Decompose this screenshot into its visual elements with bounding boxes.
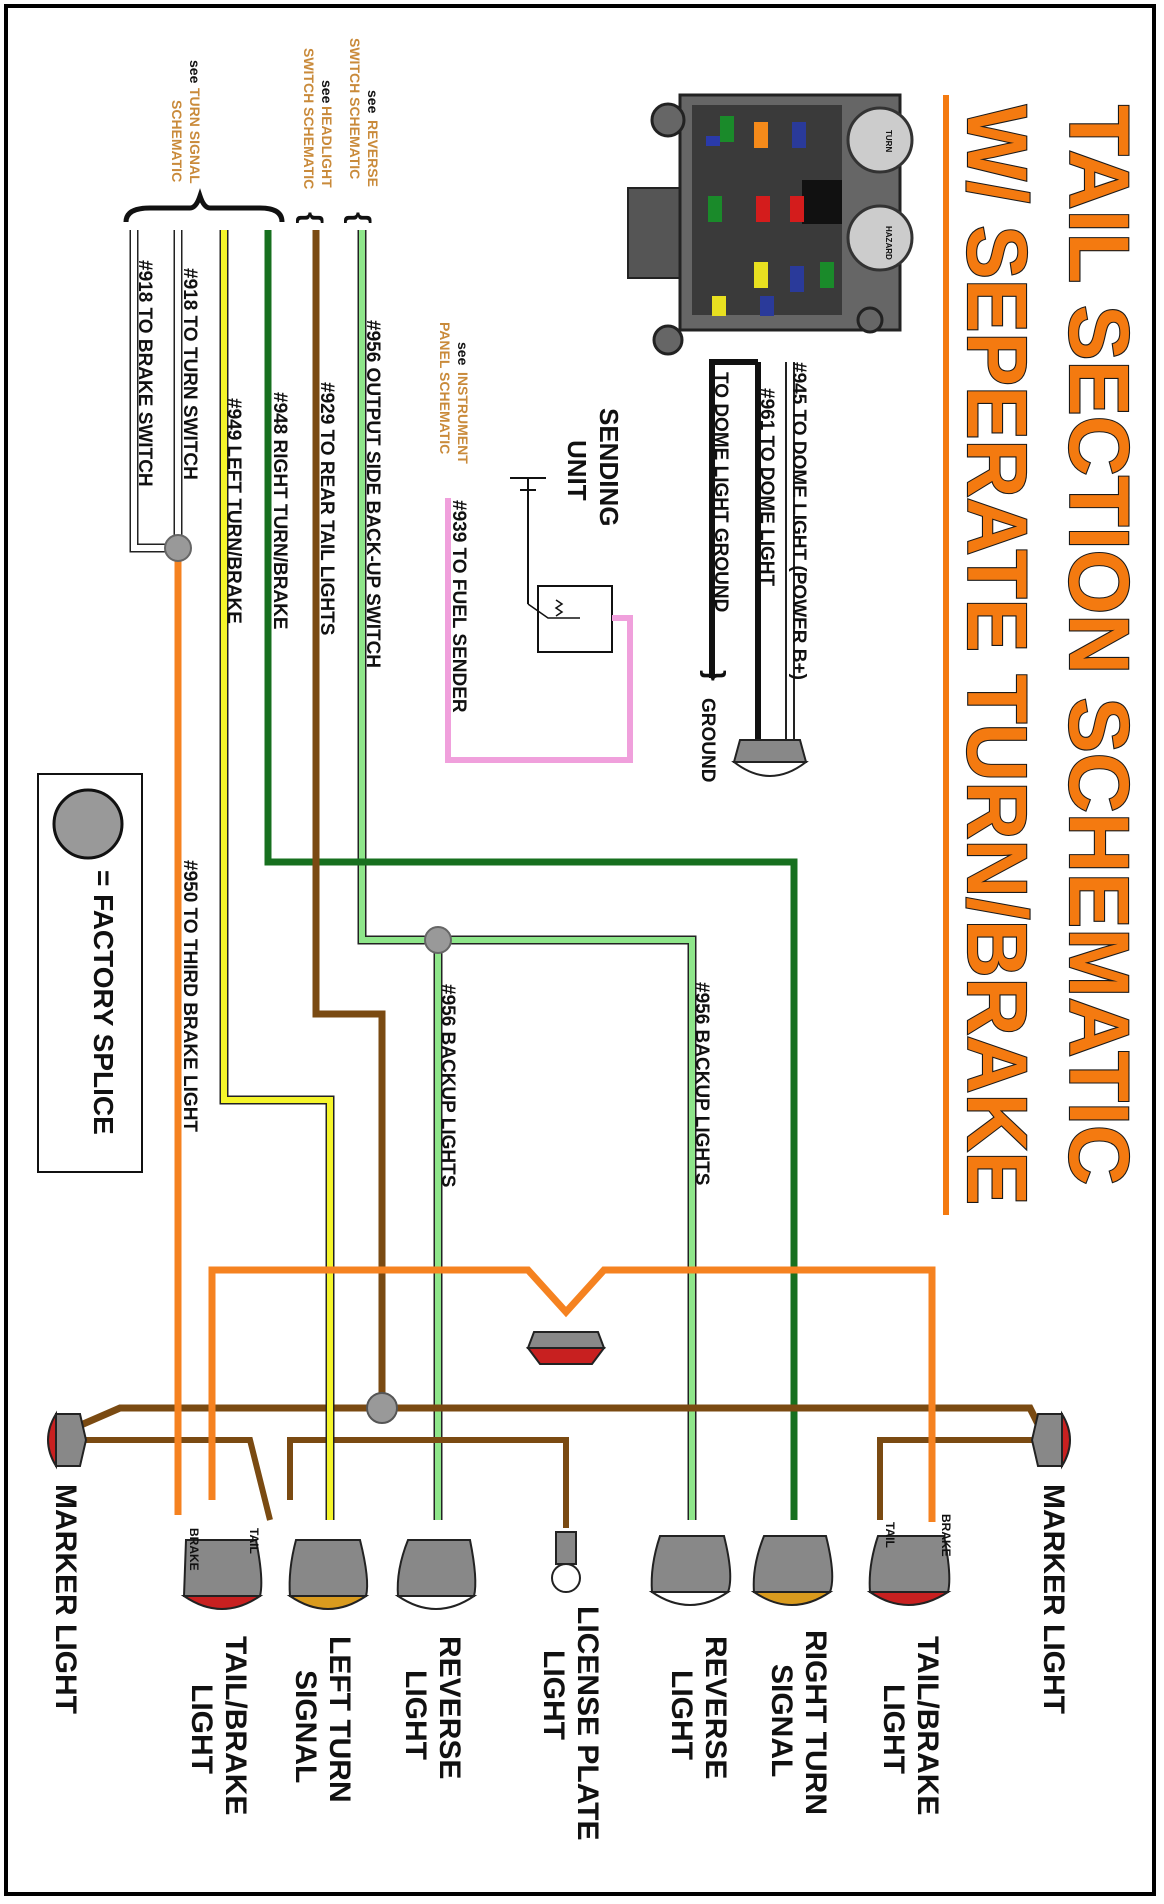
- turn-flasher: [846, 106, 914, 174]
- dome-light: [731, 739, 809, 777]
- diagram-frame: [4, 4, 1156, 1896]
- legend: = FACTORY SPLICE: [37, 773, 143, 1173]
- splice-legend-icon: [52, 788, 124, 860]
- right-turn-label-1: RIGHT TURN: [799, 1630, 832, 1815]
- tail-brake-left-label-1: TAIL/BRAKE: [219, 1636, 252, 1815]
- splice-918: [164, 534, 192, 562]
- tail-tag-left: TAIL: [247, 1528, 261, 1554]
- ref-headlight-see: see: [319, 80, 335, 104]
- wire-918-brake-label: #918 TO BRAKE SWITCH: [134, 260, 155, 487]
- license-plate-label-1: LICENSE PLATE: [571, 1606, 604, 1840]
- title-line1: TAIL SECTION SCHEMATIC: [1052, 105, 1146, 1185]
- marker-light-left-label: MARKER LIGHT: [49, 1484, 82, 1714]
- ref-instrument-2: PANEL SCHEMATIC: [437, 322, 453, 454]
- brake-tag-right: BRAKE: [939, 1514, 953, 1557]
- wire-929-label: #929 TO REAR TAIL LIGHTS: [316, 382, 337, 635]
- sending-unit-label-2: UNIT: [562, 440, 592, 501]
- reverse-right-lamp: [648, 1535, 732, 1606]
- dome-light-wiring: #945 TO DOME LIGHT (POWER B+) #961 TO DO…: [697, 359, 809, 782]
- reverse-left-lamp: [394, 1539, 478, 1610]
- splice-956: [424, 926, 452, 954]
- brake-tag-left: BRAKE: [187, 1528, 201, 1571]
- tail-brake-left-lamp: [180, 1539, 264, 1610]
- ref-instrument-1: INSTRUMENT: [455, 372, 471, 464]
- ref-turn-2: SCHEMATIC: [169, 100, 185, 182]
- reverse-right-label-2: LIGHT: [665, 1670, 698, 1760]
- brace-ground: }: [700, 670, 731, 681]
- wire-956-backup-label-a: #956 BACKUP LIGHTS: [691, 982, 712, 1185]
- ref-turn-1: TURN SIGNAL: [187, 88, 203, 184]
- reverse-right-label-1: REVERSE: [699, 1636, 732, 1779]
- fuses: [706, 116, 834, 316]
- turn-flasher-label: TURN: [884, 130, 893, 152]
- reverse-left-label-1: REVERSE: [433, 1636, 466, 1779]
- left-turn-label-2: SIGNAL: [289, 1670, 322, 1783]
- sending-unit-label-1: SENDING: [594, 408, 624, 526]
- ref-headlight-1: HEADLIGHT: [319, 106, 335, 188]
- hazard-flasher: [846, 204, 914, 272]
- license-plate-lamp: [551, 1531, 581, 1593]
- ref-reverse-2: SWITCH SCHEMATIC: [347, 38, 363, 179]
- wire-956-backup-label-b: #956 BACKUP LIGHTS: [437, 984, 458, 1187]
- hazard-flasher-label: HAZARD: [884, 226, 893, 260]
- ref-headlight-2: SWITCH SCHEMATIC: [301, 48, 317, 189]
- third-brake-light: [526, 1331, 606, 1365]
- lamps: BRAKE TAIL TAIL BRAKE: [47, 1410, 1071, 1610]
- tail-brake-left-label-2: LIGHT: [185, 1684, 218, 1774]
- license-plate-label-2: LIGHT: [537, 1650, 570, 1740]
- tail-brake-right-lamp: [866, 1535, 952, 1606]
- splice-929: [366, 1392, 398, 1424]
- reverse-left-label-2: LIGHT: [399, 1670, 432, 1760]
- dome-ground-label: TO DOME LIGHT GROUND: [710, 372, 731, 612]
- brace-reverse: {: [343, 212, 376, 224]
- wire-945-label: #945 TO DOME LIGHT (POWER B+): [788, 362, 809, 680]
- legend-label: = FACTORY SPLICE: [88, 870, 119, 1135]
- wire-956-out-label: #956 OUTPUT SIDE BACK-UP SWITCH: [362, 320, 383, 668]
- right-turn-label-2: SIGNAL: [765, 1664, 798, 1777]
- title-block: TAIL SECTION SCHEMATIC W/ SEPERATE TURN/…: [943, 95, 1147, 1215]
- lamp-labels: MARKER LIGHT TAIL/BRAKE LIGHT LEFT TURN …: [49, 1484, 1070, 1840]
- marker-light-left-lamp: [47, 1410, 88, 1470]
- left-turn-lamp: [286, 1539, 370, 1610]
- sending-unit: SENDING UNIT: [445, 408, 633, 763]
- ref-turn-see: see: [187, 60, 203, 84]
- ref-reverse-see: see: [365, 90, 381, 114]
- reference-notes: see INSTRUMENT PANEL SCHEMATIC #939 TO F…: [123, 38, 471, 713]
- marker-light-right-label: MARKER LIGHT: [1037, 1484, 1070, 1714]
- tail-tag-right: TAIL: [883, 1522, 897, 1548]
- tail-brake-right-label-1: TAIL/BRAKE: [911, 1636, 944, 1815]
- brace-turn-signal: [123, 188, 285, 223]
- wire-949-label: #949 LEFT TURN/BRAKE: [223, 398, 244, 624]
- wire-950-label: #950 TO THIRD BRAKE LIGHT: [179, 860, 200, 1132]
- ground-label: GROUND: [697, 698, 718, 782]
- tail-brake-right-label-2: LIGHT: [877, 1684, 910, 1774]
- ref-instrument-see: see: [455, 342, 471, 366]
- wire-939-label: #939 TO FUEL SENDER: [448, 500, 469, 713]
- wire-labels: #956 OUTPUT SIDE BACK-UP SWITCH #929 TO …: [134, 260, 712, 1187]
- wire-961-label: #961 TO DOME LIGHT: [756, 388, 777, 587]
- brace-headlight: {: [295, 212, 328, 224]
- left-turn-label-1: LEFT TURN: [323, 1636, 356, 1803]
- title-line2: W/ SEPERATE TURN/BRAKE: [950, 105, 1044, 1205]
- main-wiring: [72, 230, 1044, 1528]
- fuse-box: TURN HAZARD: [627, 93, 914, 356]
- right-turn-lamp: [750, 1535, 834, 1606]
- wire-918-turn-label: #918 TO TURN SWITCH: [179, 268, 200, 480]
- wire-948-label: #948 RIGHT TURN/BRAKE: [269, 392, 290, 630]
- marker-light-right-lamp: [1030, 1410, 1071, 1470]
- ref-reverse-1: REVERSE: [365, 120, 381, 187]
